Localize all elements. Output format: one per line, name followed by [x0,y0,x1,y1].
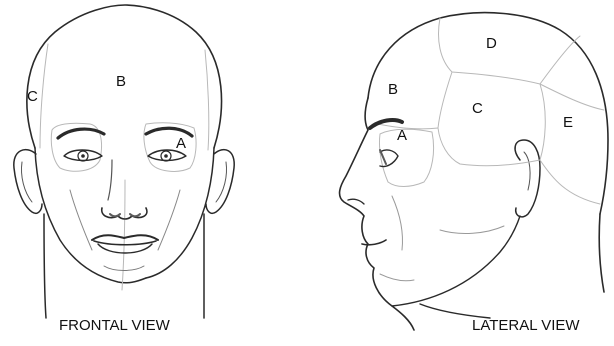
lateral-jaw [392,216,520,306]
lateral-label-b: B [388,82,398,97]
lateral-region-d-bottom [439,18,581,84]
frontal-neck-left [44,214,46,318]
lateral-jaw-shade [440,226,504,233]
frontal-upper-lip [92,235,158,240]
lateral-nostril [348,199,364,204]
frontal-view-caption: FRONTAL VIEW [59,318,170,333]
frontal-region-c-boundary [40,44,48,148]
lateral-head [340,13,608,330]
frontal-left-eyebrow [58,129,104,138]
lateral-back-neck [599,214,604,292]
frontal-left-cheek-line [70,190,92,250]
frontal-label-a: A [176,136,186,151]
frontal-lip-line [94,241,156,245]
lateral-label-d: D [486,36,497,51]
frontal-right-ear-inner [216,162,227,202]
lateral-label-c: C [472,101,483,116]
lateral-label-e: E [563,115,573,130]
lateral-region-c-outline [438,72,545,166]
lateral-region-b-bottom [378,124,438,129]
frontal-nose-bridge [108,160,112,200]
frontal-right-cheek-line [158,190,180,250]
frontal-left-ear-inner [21,162,32,202]
lateral-label-a: A [397,128,407,143]
lateral-view-caption: LATERAL VIEW [472,318,580,333]
frontal-chin [104,266,144,271]
lateral-ear-inner [524,152,530,190]
frontal-left-pupil [81,154,85,158]
frontal-label-b: B [116,74,126,89]
frontal-label-c: C [27,89,38,104]
frontal-head [14,5,234,318]
frontal-right-pupil [164,154,168,158]
lateral-ear [515,140,540,217]
lateral-front-neck [420,304,490,318]
lateral-region-e-outline [540,84,604,204]
lateral-chin-line [380,274,414,281]
frontal-left-ear [14,150,42,214]
frontal-region-b-right-boundary [205,50,209,150]
lateral-cheek-line [392,196,403,250]
frontal-midline [122,180,125,290]
